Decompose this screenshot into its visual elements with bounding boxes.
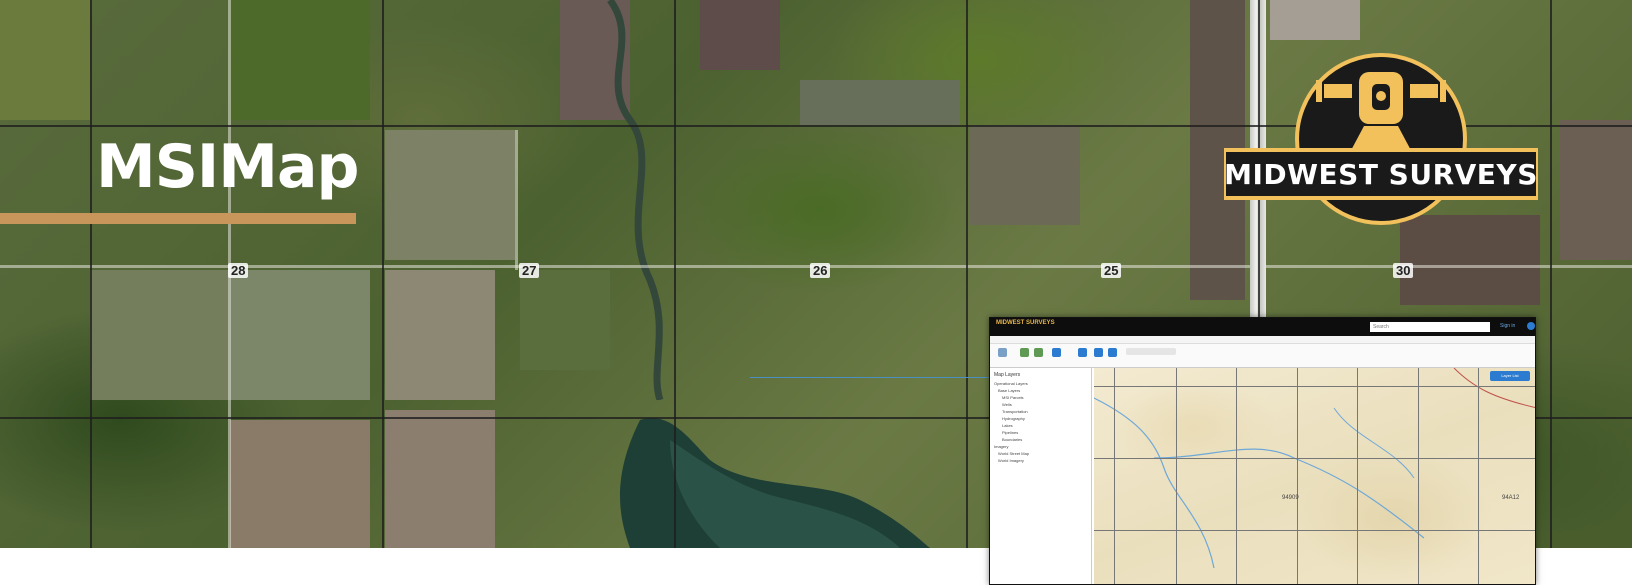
section-label: 25 bbox=[1101, 263, 1122, 278]
field-parcel bbox=[970, 125, 1080, 225]
layer-row[interactable]: Hydrography bbox=[1002, 416, 1025, 421]
grid-line bbox=[1550, 0, 1552, 548]
layer-row[interactable]: MSI Parcels bbox=[1002, 395, 1024, 400]
field-parcel bbox=[700, 0, 780, 70]
map-grid-line bbox=[1236, 368, 1237, 584]
layer-row[interactable]: Wells bbox=[1002, 402, 1012, 407]
map-grid-line bbox=[1478, 368, 1479, 584]
arrow-icon[interactable] bbox=[1094, 348, 1103, 357]
parcel-icon[interactable] bbox=[1034, 348, 1043, 357]
app-ribbon-toolbar bbox=[990, 344, 1535, 368]
page-title: MSIMap bbox=[96, 132, 359, 202]
field-parcel bbox=[230, 270, 370, 400]
map-grid-line bbox=[1357, 368, 1358, 584]
layer-row[interactable]: Transportation bbox=[1002, 409, 1028, 414]
callout-connector-line bbox=[750, 377, 990, 378]
sign-in-link[interactable]: Sign in bbox=[1500, 323, 1516, 329]
topo-map-view[interactable]: 94909 94A12 Layer List bbox=[1094, 368, 1535, 584]
layer-row[interactable]: Boundaries bbox=[1002, 437, 1023, 442]
layer-row[interactable]: Operational Layers bbox=[994, 381, 1028, 386]
field-parcel bbox=[230, 420, 370, 548]
map-grid-line bbox=[1094, 530, 1535, 531]
midwest-surveys-logo: MIDWEST SURVEYS bbox=[1224, 53, 1538, 225]
layer-row[interactable]: World Imagery bbox=[998, 458, 1024, 463]
grid-line bbox=[674, 0, 676, 548]
grid-line bbox=[0, 417, 1632, 419]
field-parcel bbox=[1270, 0, 1360, 40]
app-menubar: Parcel Information Well Tools Map & Meas… bbox=[990, 336, 1535, 350]
field-parcel bbox=[385, 130, 515, 260]
field-parcel bbox=[385, 270, 495, 400]
layers-icon[interactable] bbox=[1020, 348, 1029, 357]
section-label: 26 bbox=[810, 263, 831, 278]
next-icon[interactable] bbox=[1108, 348, 1117, 357]
map-label: 94909 bbox=[1282, 495, 1299, 501]
refresh-icon[interactable] bbox=[1078, 348, 1087, 357]
app-brand: MIDWEST SURVEYS bbox=[996, 320, 1055, 326]
layer-list-button[interactable]: Layer List bbox=[1490, 371, 1530, 381]
logo-text: MIDWEST SURVEYS bbox=[1224, 158, 1538, 191]
layer-row[interactable]: Lakes bbox=[1002, 423, 1013, 428]
section-label: 28 bbox=[228, 263, 249, 278]
search-field[interactable] bbox=[1126, 348, 1176, 355]
app-search-input[interactable]: Search bbox=[1370, 322, 1490, 332]
layer-row[interactable]: Imagery bbox=[994, 444, 1009, 449]
grid-line bbox=[382, 0, 384, 548]
map-grid-line bbox=[1176, 368, 1177, 584]
map-grid-line bbox=[1094, 386, 1535, 387]
grid-line bbox=[0, 125, 1632, 127]
app-topbar: MIDWEST SURVEYS Search Sign in bbox=[990, 318, 1535, 336]
panel-title: Map Layers bbox=[994, 372, 1021, 378]
title-underline bbox=[0, 213, 356, 224]
grid-line bbox=[966, 0, 968, 548]
grid-line bbox=[90, 0, 92, 548]
field-parcel bbox=[1400, 215, 1540, 305]
field-parcel bbox=[520, 270, 610, 370]
field-parcel bbox=[385, 410, 495, 548]
layer-row[interactable]: World Street Map bbox=[998, 451, 1030, 456]
help-icon[interactable] bbox=[1527, 322, 1535, 330]
map-grid-line bbox=[1418, 368, 1419, 584]
field-parcel bbox=[0, 0, 90, 120]
flag-icon[interactable] bbox=[1052, 348, 1061, 357]
section-label: 27 bbox=[519, 263, 540, 278]
map-grid-line bbox=[1114, 368, 1115, 584]
river bbox=[607, 0, 664, 400]
map-label: 94A12 bbox=[1502, 495, 1520, 501]
field-parcel bbox=[230, 0, 370, 120]
map-grid-line bbox=[1297, 368, 1298, 584]
road bbox=[515, 130, 518, 270]
map-grid-line bbox=[1094, 458, 1535, 459]
layer-row[interactable]: Base Layers bbox=[998, 388, 1021, 393]
identify-icon[interactable] bbox=[998, 348, 1007, 357]
field-parcel bbox=[90, 270, 230, 400]
layer-row[interactable]: Pipelines bbox=[1002, 430, 1019, 435]
grid-line bbox=[1258, 0, 1260, 548]
lake-water bbox=[620, 418, 930, 548]
field-parcel bbox=[800, 80, 960, 125]
layers-panel: Map Layers Operational Layers Base Layer… bbox=[990, 368, 1092, 584]
streams bbox=[1094, 368, 1535, 569]
app-screenshot-inset: MIDWEST SURVEYS Search Sign in Parcel In… bbox=[989, 317, 1536, 585]
field-parcel bbox=[1560, 120, 1632, 260]
section-label: 30 bbox=[1393, 263, 1414, 278]
